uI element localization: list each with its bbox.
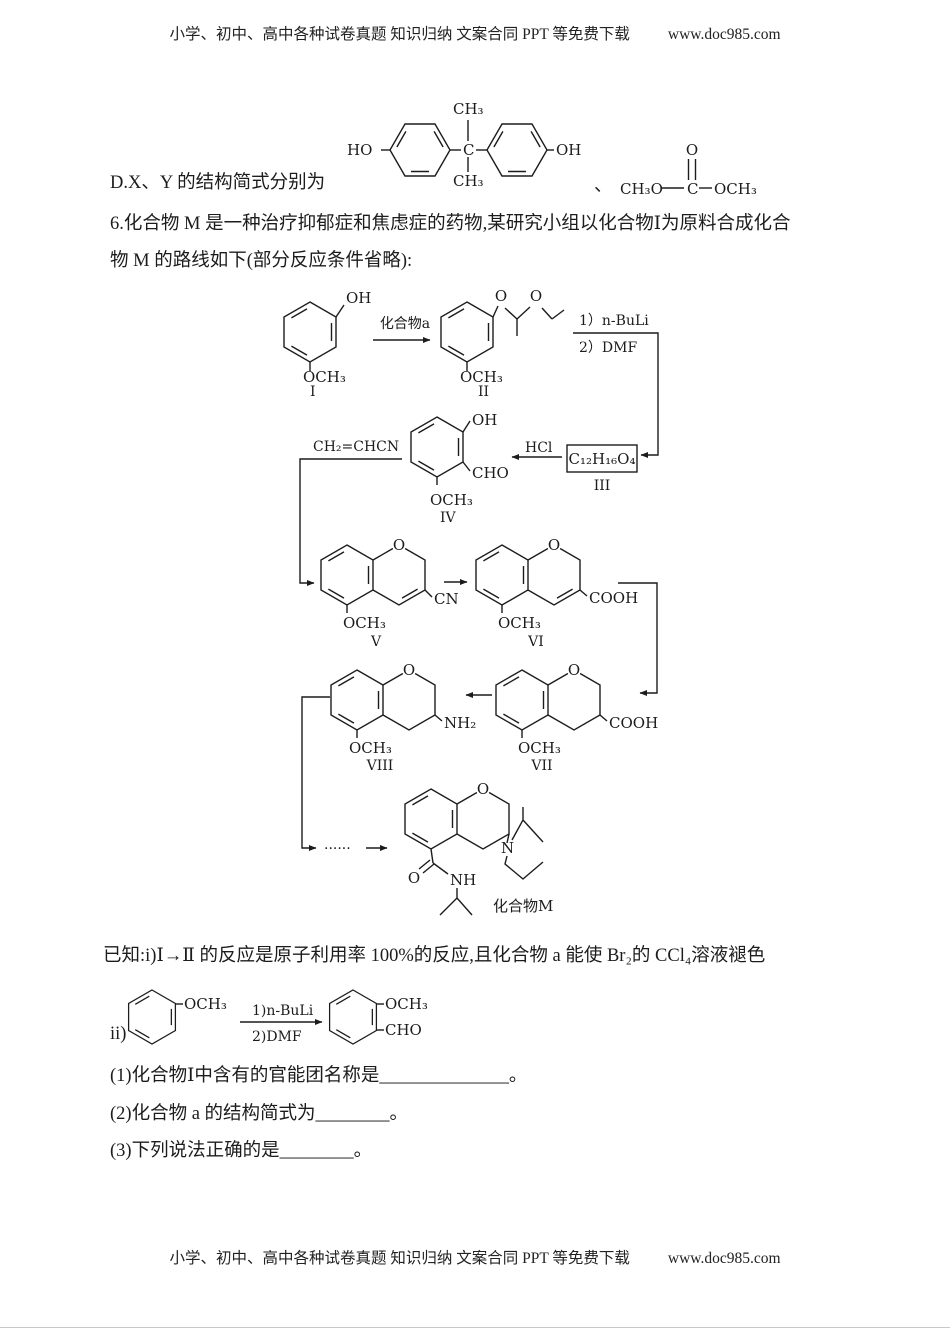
ho-label: HO (347, 141, 372, 159)
cooh-label: COOH (589, 589, 638, 607)
condition-dmf: 2)DMF (252, 1029, 302, 1045)
ellipsis-steps: ······ (324, 841, 351, 857)
oh-label: OH (346, 289, 371, 307)
arrow-down-right (301, 696, 330, 851)
arrow-down-right (299, 458, 402, 586)
structure-VIII: O NH₂ OCH₃ VIII (330, 661, 476, 774)
och3-label: OCH₃ (303, 368, 346, 386)
o-label: O (530, 287, 542, 305)
nh2-label: NH₂ (444, 714, 476, 732)
nh-label: NH (450, 871, 476, 889)
och3-label: OCH₃ (184, 995, 227, 1013)
isopropyl-group (511, 807, 544, 843)
structure-III: C₁₂H₁₆O₄ III (566, 444, 638, 494)
page-header: 小学、初中、高中各种试卷真题 知识归纳 文案合同 PPT 等免费下载 www.do… (0, 22, 950, 44)
benzene-ring-left (389, 123, 451, 177)
amide-o-label: O (408, 869, 420, 887)
structure-II: O O OCH₃ II (440, 287, 565, 400)
structure-bisphenol-a: HO C CH₃ CH₃ OH (347, 100, 581, 190)
roman-label-VIII: VIII (366, 758, 394, 774)
known-ii-label: ii) (110, 1024, 127, 1044)
och3-label: OCH₃ (460, 368, 503, 386)
roman-label-III: III (594, 478, 611, 494)
n-label: N (501, 839, 514, 857)
condition-acrylonitrile: CH₂=CHCN (313, 439, 399, 455)
page-bottom-edge (0, 1327, 950, 1328)
arrow-down-left (618, 582, 658, 696)
och3-label: OCH₃ (349, 739, 392, 757)
roman-label-V: V (370, 634, 382, 650)
condition-dmf: 2）DMF (579, 340, 637, 356)
header-text: 小学、初中、高中各种试卷真题 知识归纳 文案合同 PPT 等免费下载 (169, 26, 630, 43)
o-label: O (403, 661, 415, 679)
roman-label-VI: VI (527, 634, 544, 650)
och3-label: OCH₃ (430, 491, 473, 509)
structure-IV: OH CHO OCH₃ IV (410, 411, 509, 526)
och3-label: OCH₃ (498, 614, 541, 632)
o-label: O (495, 287, 507, 305)
question-1: (1)化合物Ⅰ中含有的官能团名称是______________。 (110, 1066, 528, 1086)
structure-I: OH OCH₃ I (283, 289, 371, 400)
o-label: O (393, 536, 405, 554)
condition-nbuli: 1)n-BuLi (252, 1003, 314, 1019)
isopropyl-group (439, 896, 473, 916)
roman-label-II: II (478, 384, 489, 400)
structure-compound-M: O N O NH 化合物M (404, 780, 553, 916)
question6-line2: 物 M 的路线如下(部分反应条件省略): (110, 251, 413, 271)
benzene-ring-right (486, 123, 548, 177)
oh-label: OH (472, 411, 497, 429)
och3-label: OCH₃ (518, 739, 561, 757)
carbonyl-o-label: O (686, 141, 698, 159)
structure-VII: O COOH OCH₃ VII (495, 661, 658, 774)
compound-m-label: 化合物M (493, 897, 553, 915)
ch3-top-label: CH₃ (453, 100, 484, 118)
cn-label: CN (434, 590, 459, 608)
compound-a-condition: 化合物a (380, 316, 430, 332)
roman-label-VII: VII (530, 758, 552, 774)
known-conditions-line: 已知:i)Ⅰ→Ⅱ 的反应是原子利用率 100%的反应,且化合物 a 能使 Br₂… (103, 946, 766, 966)
roman-label-I: I (310, 384, 316, 400)
central-c-label: C (463, 141, 474, 159)
question-2: (2)化合物 a 的结构简式为________。 (110, 1104, 409, 1124)
o-label: O (477, 780, 489, 798)
structure-separator: 、 (594, 176, 613, 196)
och3-label: OCH₃ (714, 180, 757, 198)
page-footer: 小学、初中、高中各种试卷真题 知识归纳 文案合同 PPT 等免费下载 www.do… (0, 1246, 950, 1268)
ch3-bottom-label: CH₃ (453, 172, 484, 190)
option-d-label: D.X、Y 的结构简式分别为 (110, 173, 326, 193)
och3-label: OCH₃ (385, 995, 428, 1013)
known-ii-reaction: OCH₃ 1)n-BuLi 2)DMF OCH₃ CHO (127, 989, 428, 1045)
ch3o-label: CH₃O (620, 180, 663, 198)
condition-nbuli: 1）n-BuLi (579, 313, 649, 329)
structure-V: O CN OCH₃ V (320, 536, 459, 650)
o-label: O (548, 536, 560, 554)
structure-anisole: OCH₃ (127, 989, 227, 1045)
structure-VI: O COOH OCH₃ VI (475, 536, 638, 650)
o-label: O (568, 661, 580, 679)
footer-text: 小学、初中、高中各种试卷真题 知识归纳 文案合同 PPT 等免费下载 (169, 1250, 630, 1267)
structure-methoxybenzaldehyde: OCH₃ CHO (328, 989, 428, 1045)
header-url: www.doc985.com (667, 26, 781, 43)
oh-label: OH (556, 141, 581, 159)
cho-label: CHO (472, 464, 509, 482)
reaction-scheme: OH OCH₃ I 化合物a O O OCH₃ II 1）n-BuLi 2）DM… (283, 287, 659, 916)
roman-label-IV: IV (440, 510, 457, 526)
arrow-down-left (573, 332, 659, 458)
och3-label: OCH₃ (343, 614, 386, 632)
condition-hcl: HCl (525, 440, 553, 456)
footer-url: www.doc985.com (667, 1250, 781, 1267)
c-label: C (687, 180, 698, 198)
cho-label: CHO (385, 1021, 422, 1039)
formula-label: C₁₂H₁₆O₄ (569, 450, 636, 468)
propyl-group (504, 855, 544, 880)
question6-line1: 6.化合物 M 是一种治疗抑郁症和焦虑症的药物,某研究小组以化合物Ⅰ为原料合成化… (110, 214, 791, 234)
structure-dimethyl-carbonate: O CH₃O C OCH₃ (620, 141, 757, 198)
question-3: (3)下列说法正确的是________。 (110, 1141, 373, 1161)
cooh-label: COOH (609, 714, 658, 732)
